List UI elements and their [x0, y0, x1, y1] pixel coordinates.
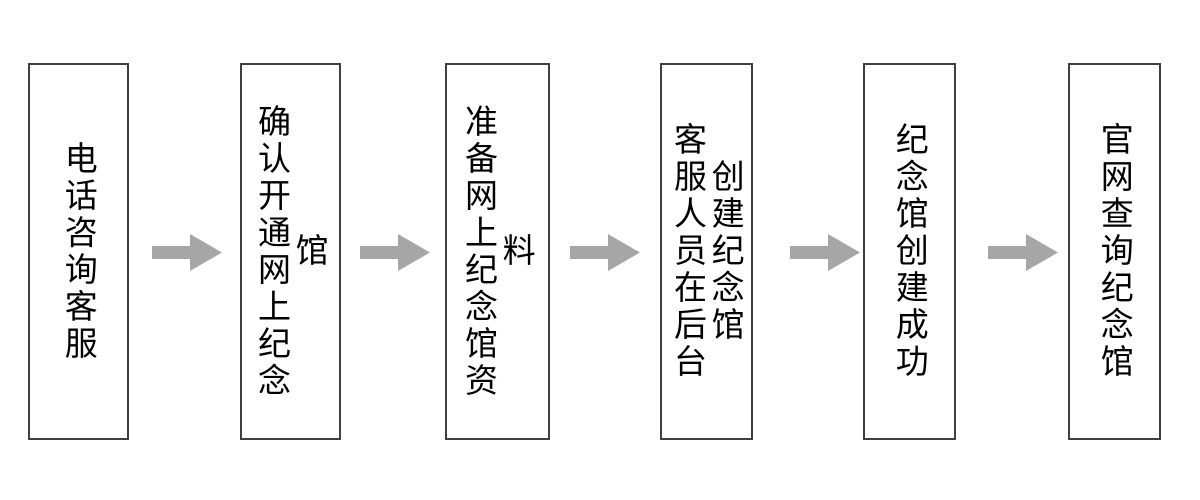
process-step-1[interactable]: 电话咨询客服	[28, 63, 129, 440]
process-step-4-label: 客服人员在后台创建纪念馆	[668, 122, 746, 381]
flow-arrow-2	[360, 234, 430, 271]
process-step-1-label: 电话咨询客服	[59, 140, 99, 363]
process-step-2-label: 确认开通网上纪念馆	[252, 103, 330, 400]
process-step-4[interactable]: 客服人员在后台创建纪念馆	[660, 63, 753, 440]
process-step-3[interactable]: 准备网上纪念馆资料	[445, 63, 550, 440]
process-step-5-label: 纪念馆创建成功	[890, 122, 930, 381]
process-step-6-label: 官网查询纪念馆	[1095, 122, 1135, 381]
flow-arrow-4	[790, 234, 860, 271]
process-step-6[interactable]: 官网查询纪念馆	[1068, 63, 1161, 440]
flow-arrow-3	[570, 234, 640, 271]
process-step-3-label: 准备网上纪念馆资料	[459, 103, 537, 400]
process-step-5[interactable]: 纪念馆创建成功	[863, 63, 956, 440]
flow-arrow-1	[152, 234, 222, 271]
process-step-2[interactable]: 确认开通网上纪念馆	[240, 63, 341, 440]
flow-arrow-5	[988, 234, 1058, 271]
